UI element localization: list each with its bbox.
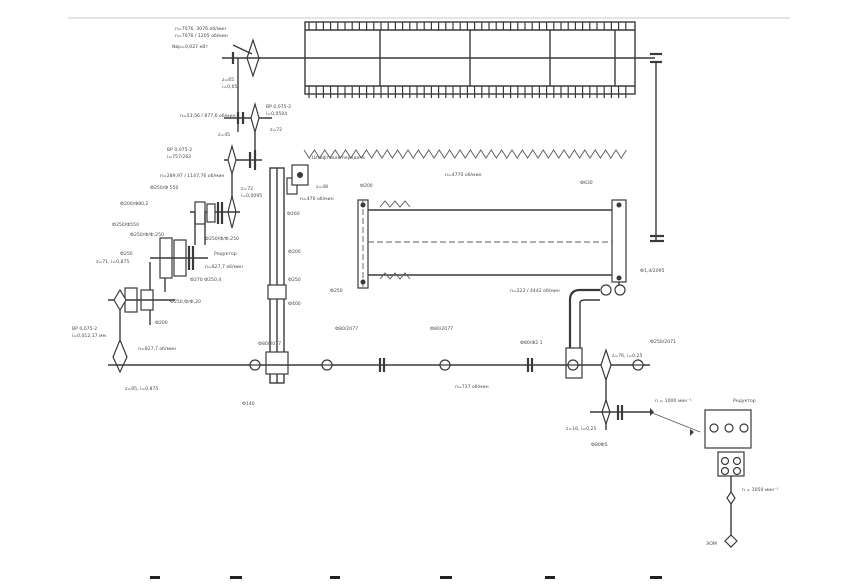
label-speed-mid: n=53,56 / 877,6 об/мин — [180, 113, 236, 119]
label-lower2: Ф400 — [288, 301, 301, 307]
label-top-speed-2: n=7076 / 1205 об/мин — [175, 33, 228, 39]
label-ps4: Ф250/Ф/Ф,250 — [130, 232, 164, 238]
label-ps1: Ф250/Ф 550 — [150, 185, 179, 191]
label-zz: z=72 — [241, 186, 253, 192]
label-ps7: Ф270 Ф250,4 — [190, 277, 221, 283]
right-lower-drive — [590, 380, 701, 436]
label-left-mid1: ВР 0,075-2 — [72, 326, 97, 332]
top-bevel-gear — [222, 38, 260, 102]
label-n-chain2: n=4770 об/мин — [445, 172, 482, 178]
label-c2: Ф80/2077 — [430, 326, 453, 332]
main-shaft — [108, 348, 650, 382]
label-r-lbl2: Ф250/2071 — [650, 339, 676, 345]
label-top-speed-1: n=7076, 3076 об/мин — [175, 26, 226, 32]
drum-teeth-top — [308, 22, 627, 30]
label-ps8: Ф250,Ф/Ф,20 — [170, 299, 201, 305]
top-drum — [250, 21, 664, 243]
left-pulley-block — [150, 212, 208, 279]
label-n-right1: n=222 / 4442 об/мин — [510, 288, 560, 294]
lower-left-cluster — [108, 262, 175, 374]
label-lower1: Ф250 — [288, 277, 301, 283]
label-r-speed: n = 1000 мин⁻¹ — [655, 398, 692, 404]
label-c0: Ф80/2077 — [258, 341, 281, 347]
label-left-speed: n=827,7 об/мин — [138, 346, 176, 352]
label-left-mid2: i=0,012,17 мм — [72, 333, 107, 339]
label-left-bottom: z=95, i=0,875 — [125, 386, 158, 392]
gear-pair-3 — [190, 195, 240, 229]
label-ps6: n=827,7 об/мин — [205, 264, 243, 270]
label-c1: Ф80/2077 — [335, 326, 358, 332]
label-z-right: z=76, i=0,25 — [612, 353, 642, 359]
label-dr2b: i=757/262 — [167, 154, 191, 160]
label-z45: z=45 — [218, 132, 230, 138]
label-b-right: Ф630 — [580, 180, 593, 186]
label-z65: z=65 — [222, 77, 234, 83]
bottom-caption-strip — [150, 566, 750, 579]
label-b140: Ф140 — [242, 401, 255, 407]
label-i065: i=0,65 — [222, 84, 237, 90]
label-n-chain: n=476 об/мин — [300, 196, 334, 202]
label-ps9: Ф250 — [120, 251, 133, 257]
vertical-belt — [265, 164, 309, 384]
label-top-power: Nвр=0,027 кВт — [172, 44, 208, 50]
label-dr1: ВР 0,075-2 — [266, 104, 291, 110]
label-shtift: Штифтовая передача — [312, 155, 365, 161]
label-gearbox: Редуктор — [214, 251, 237, 257]
label-dr3: i=0,0095 — [241, 193, 262, 199]
label-motor: ЭОМ — [706, 541, 717, 547]
central-frame — [357, 199, 627, 290]
label-b-left: Ф160 — [287, 211, 300, 217]
label-ps10: Ф200 — [155, 320, 168, 326]
label-n-main: n=737 об/мин — [455, 384, 489, 390]
label-dr1b: i=0,0504 — [266, 111, 287, 117]
label-z72: z=72 — [270, 127, 282, 133]
serrated-belt — [303, 149, 627, 159]
right-hook — [565, 284, 626, 379]
label-r-lbl: Ф1,4/2095 — [640, 268, 665, 274]
label-ps3: Ф250/Ф550 — [112, 222, 139, 228]
label-r-lbl3: Ф80Ф5 — [591, 442, 608, 448]
label-b-top1: Ф200 — [360, 183, 373, 189]
label-speed-mid2: n=289,97 / 1147,76 об/мин — [160, 173, 224, 179]
label-ps11: Ф200 — [288, 249, 301, 255]
label-ps5: Ф250/Ф/Ф,250 — [205, 236, 239, 242]
drum-teeth-bottom — [308, 86, 627, 98]
label-c3: Ф80/Ф2 1 — [520, 340, 543, 346]
label-dr2: ВР 0,075-2 — [167, 147, 192, 153]
gear-pair-2 — [224, 143, 262, 215]
label-red2: Редуктор — [733, 398, 756, 404]
label-r-speed2: n = 1050 мин⁻¹ — [742, 487, 779, 493]
label-ps2: Ф200/Ф80,2 — [120, 201, 149, 207]
label-z48: z=48 — [316, 184, 328, 190]
label-c-frame: Ф250 — [330, 288, 343, 294]
label-left-top: z=71, i=0,875 — [96, 259, 129, 265]
label-r-z: z=16, i=0,25 — [566, 426, 596, 432]
right-gearbox — [704, 409, 752, 548]
